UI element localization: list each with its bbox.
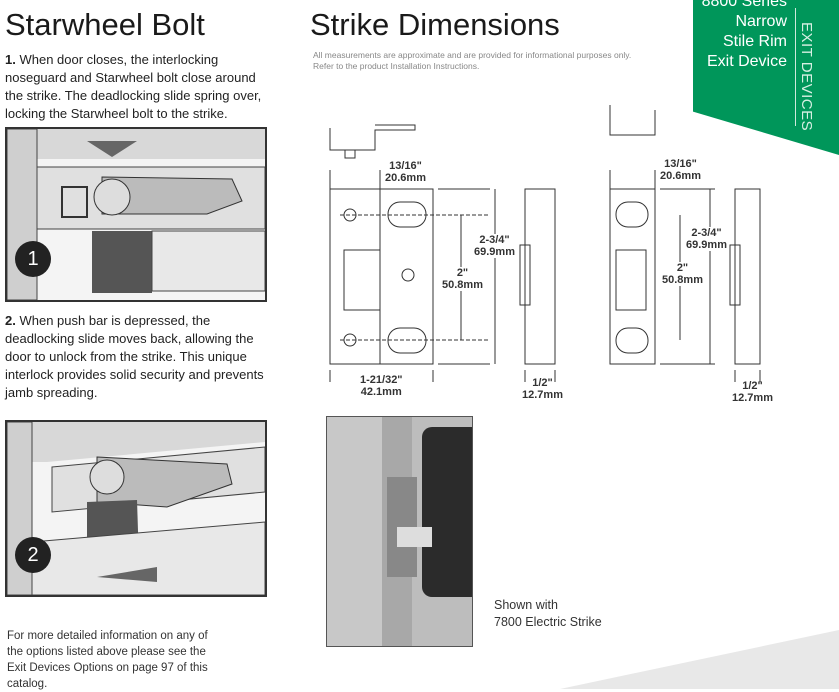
strike-diagram-narrow bbox=[609, 105, 761, 382]
step1-body: When door closes, the interlocking noseg… bbox=[5, 52, 262, 121]
section-title-strike-dimensions: Strike Dimensions bbox=[310, 7, 560, 42]
strike-diagram-wide bbox=[329, 124, 556, 382]
dim2-center: 2"50.8mm bbox=[662, 262, 703, 286]
step1-number: 1. bbox=[5, 52, 16, 67]
section-label: EXIT DEVICES bbox=[798, 22, 815, 132]
section-title-starwheel: Starwheel Bolt bbox=[5, 7, 205, 42]
electric-strike-photo bbox=[326, 416, 473, 647]
step2-badge: 2 bbox=[15, 537, 51, 573]
step2-text: 2. When push bar is depressed, the deadl… bbox=[5, 312, 267, 402]
dim1-top-width: 13/16"20.6mm bbox=[385, 160, 426, 184]
dim1-center: 2"50.8mm bbox=[442, 267, 483, 291]
dim2-thickness: 1/2"12.7mm bbox=[732, 380, 773, 404]
dim1-width: 1-21/32"42.1mm bbox=[360, 374, 403, 398]
dim1-thickness: 1/2"12.7mm bbox=[522, 377, 563, 401]
tab-divider bbox=[795, 8, 796, 126]
starwheel-locked-illustration: 1 bbox=[5, 127, 267, 302]
footer-note: For more detailed information on any of … bbox=[7, 630, 208, 690]
step1-badge: 1 bbox=[15, 241, 51, 277]
dim2-height: 2-3/4"69.9mm bbox=[686, 227, 727, 251]
disclaimer: All measurements are approximate and are… bbox=[313, 50, 632, 71]
step2-number: 2. bbox=[5, 313, 16, 328]
step1-text: 1. When door closes, the interlocking no… bbox=[5, 51, 267, 123]
decorative-swoosh bbox=[560, 630, 839, 689]
dim1-height: 2-3/4"69.9mm bbox=[474, 234, 515, 258]
step2-body: When push bar is depressed, the deadlock… bbox=[5, 313, 264, 400]
starwheel-unlocked-illustration: 2 bbox=[5, 420, 267, 597]
dim2-top-width: 13/16"20.6mm bbox=[660, 158, 701, 182]
